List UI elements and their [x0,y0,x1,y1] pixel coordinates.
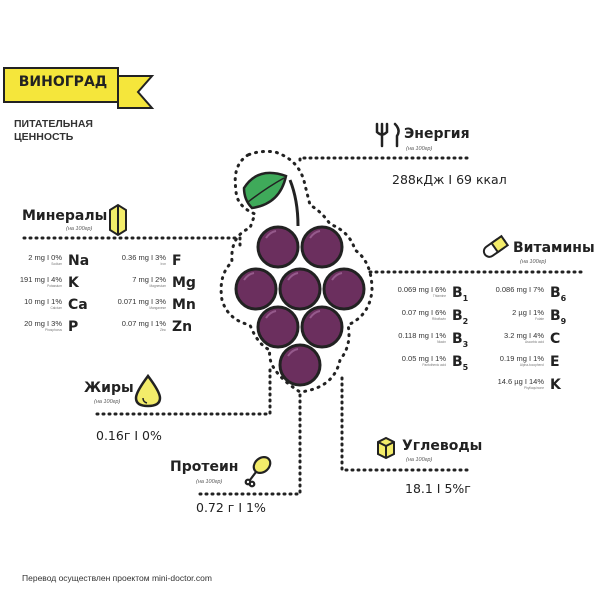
fork-knife-icon [375,122,400,148]
banner-tail [117,75,155,109]
page-title: ВИНОГРАД [18,74,108,90]
mineral-symbol: F [172,253,182,269]
page-subtitle: ПИТАТЕЛЬНАЯ ЦЕННОСТЬ [14,118,93,143]
vitamin-symbol: B2 [452,308,469,326]
vitamin-symbol: K [550,377,561,393]
vitamin-row: 2 µg I 1%Folate B9 [478,308,566,332]
energy-title: Энергия [404,126,470,142]
vitamin-row: 0.05 mg I 1%Pantothenic acid B5 [380,354,468,378]
drop-icon [134,373,162,408]
vitamin-row: 3.2 mg I 4%Ascorbic acid C [478,331,560,355]
carbs-title: Углеводы [402,438,483,454]
mineral-symbol: Na [68,253,90,269]
vitamin-row: 0.07 mg I 6%Riboflavin B2 [380,308,468,332]
mineral-row: 0.07 mg I 1%Zinc Zn [121,319,193,335]
energy-value: 288кДж I 69 ккал [392,172,507,187]
vitamins-per100: (на 100гр) [520,259,547,265]
mineral-symbol: Mg [172,275,196,291]
carbs-per100: (на 100гр) [406,457,433,463]
mineral-symbol: Zn [172,319,193,335]
vitamin-symbol: B1 [452,285,469,303]
vitamin-row: 14.6 µg I 14%Phylloquinone K [478,377,561,401]
mineral-row: 2 mg I 0%Sodium Na [28,253,90,269]
crystal-icon [109,203,127,237]
fats-title: Жиры [84,380,134,396]
vitamin-symbol: B6 [550,285,567,303]
carbs-value: 18.1 I 5%г [405,481,471,496]
protein-value: 0.72 г I 1% [196,500,266,515]
connector-lines [20,156,587,496]
banner-box [3,67,119,103]
vitamin-symbol: B5 [452,354,469,372]
vitamin-row: 0.118 mg I 1%Niacin B3 [380,331,468,355]
vitamin-row: 0.086 mg I 7% B6 [478,285,567,309]
vitamin-row: 0.19 mg I 1%Alpha-tocopherol E [478,354,560,378]
minerals-title: Минералы [22,208,108,224]
mineral-symbol: Mn [172,297,196,313]
mineral-row: 191 mg I 4%Potassium K [19,275,79,291]
protein-title: Протеин [170,459,239,475]
mineral-symbol: K [68,275,79,291]
protein-per100: (на 100гр) [196,479,223,485]
mineral-row: 20 mg I 3%Phosphorus P [24,319,79,335]
vitamin-symbol: C [550,331,561,347]
fats-per100: (на 100гр) [94,399,121,405]
vitamin-symbol: B9 [550,308,567,326]
vitamin-symbol: B3 [452,331,469,349]
energy-per100: (на 100гр) [406,146,433,152]
grape-berries [234,225,366,387]
mineral-row: 0.071 mg I 3%Manganese Mn [117,297,196,313]
grape-stem [288,179,300,227]
minerals-per100: (на 100гр) [66,226,93,232]
vitamin-row: 0.069 mg I 6%Thiamine B1 [380,285,469,309]
mineral-row: 7 mg I 2%Magnesium Mg [132,275,196,291]
drumstick-icon [244,456,272,488]
mineral-symbol: P [68,319,79,335]
pill-icon [482,234,510,258]
footer-credit: Перевод осуществлен проектом mini-doctor… [22,573,212,583]
mineral-row: 10 mg I 1%Calcium Ca [24,297,88,313]
mineral-row: 0.36 mg I 3%Iron F [121,253,182,269]
mineral-symbol: Ca [68,297,88,313]
vitamins-title: Витамины [513,240,595,256]
grape-outline [219,149,374,394]
vitamin-symbol: E [550,354,560,370]
box-icon [377,436,395,460]
fats-value: 0.16г I 0% [96,428,162,443]
